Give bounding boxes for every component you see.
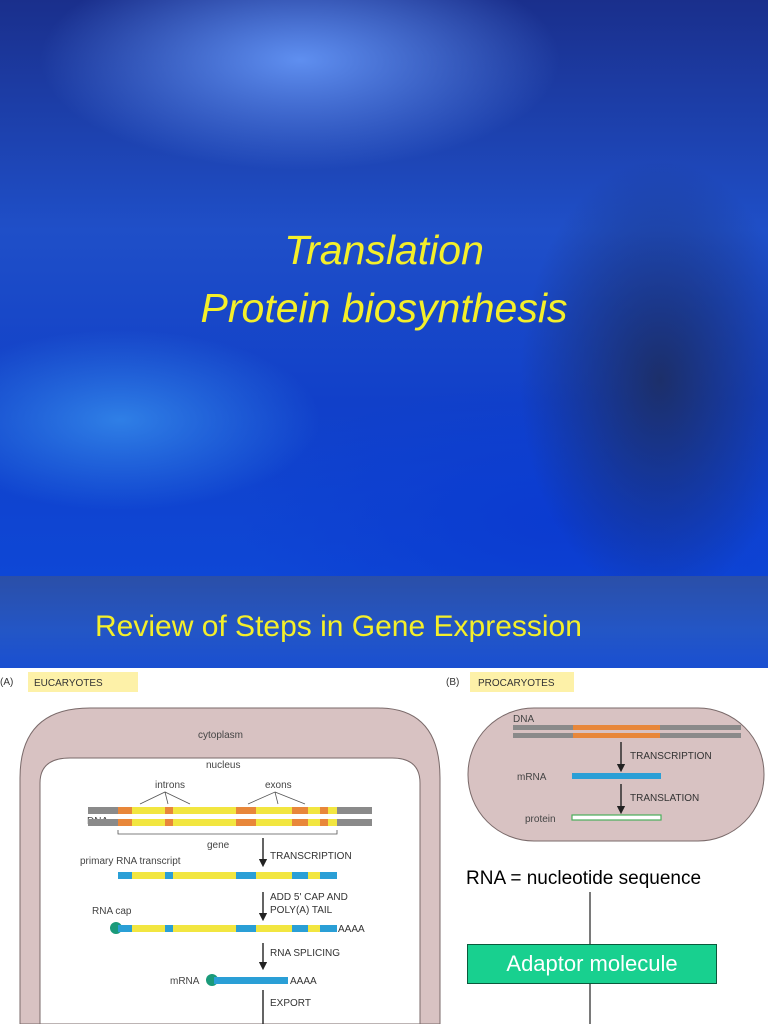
rna-definition: RNA = nucleotide sequence bbox=[466, 868, 702, 889]
intron-exon-pointers bbox=[139, 791, 306, 805]
exons-label: exons bbox=[265, 780, 292, 791]
panel-b-letter: (B) bbox=[446, 677, 459, 688]
nucleus-membrane bbox=[39, 757, 421, 1024]
rna-cap-label: RNA cap bbox=[92, 906, 132, 917]
protein-b bbox=[571, 814, 662, 821]
title-line-1: Translation bbox=[284, 227, 484, 273]
primary-transcript-label: primary RNA transcript bbox=[80, 856, 181, 867]
heading-band: Review of Steps in Gene Expression bbox=[0, 576, 768, 668]
introns-label: introns bbox=[155, 780, 185, 791]
panel-a-tag-bg bbox=[28, 672, 138, 692]
primary-transcript bbox=[118, 872, 337, 879]
dna-label-b: DNA bbox=[513, 714, 534, 725]
gene-expression-slide: Review of Steps in Gene Expression (A) E… bbox=[0, 576, 768, 1024]
gene-bracket bbox=[117, 830, 338, 835]
gene-expression-diagram: (A) EUCARYOTES cytoplasm nucleus introns… bbox=[0, 672, 765, 1024]
title-line-2: Protein biosynthesis bbox=[200, 285, 568, 331]
adaptor-molecule-box: Adaptor molecule bbox=[467, 944, 717, 984]
export-label: EXPORT bbox=[270, 998, 311, 1009]
cap-step-2: POLY(A) TAIL bbox=[270, 905, 333, 916]
gene-region-bottom bbox=[118, 819, 337, 826]
gene-b-top bbox=[573, 725, 660, 730]
splicing-label: RNA SPLICING bbox=[270, 948, 340, 959]
panel-b-tag: PROCARYOTES bbox=[478, 678, 555, 689]
translation-label: TRANSLATION bbox=[630, 793, 699, 804]
dna-orange-segments bbox=[118, 807, 328, 826]
transcription-label-b: TRANSCRIPTION bbox=[630, 751, 712, 762]
capped-transcript bbox=[110, 922, 337, 934]
mature-mrna bbox=[206, 974, 288, 986]
cytoplasm-label: cytoplasm bbox=[198, 730, 243, 741]
nucleus-label: nucleus bbox=[206, 760, 240, 771]
polya-tail-1: AAAA bbox=[338, 924, 365, 935]
polya-tail-2: AAAA bbox=[290, 976, 317, 987]
mrna-label-a: mRNA bbox=[170, 976, 200, 987]
panel-a-tag: EUCARYOTES bbox=[34, 678, 103, 689]
gene-b-bottom bbox=[573, 733, 660, 738]
mrna-label-b: mRNA bbox=[517, 772, 547, 783]
mrna-b bbox=[572, 773, 661, 779]
slide-heading: Review of Steps in Gene Expression bbox=[95, 610, 582, 643]
gene-region-top bbox=[118, 807, 337, 814]
title-slide: Translation Protein biosynthesis bbox=[0, 0, 768, 576]
protein-label: protein bbox=[525, 814, 556, 825]
gene-label: gene bbox=[207, 840, 230, 851]
transcription-label-a: TRANSCRIPTION bbox=[270, 851, 352, 862]
panel-a-letter: (A) bbox=[0, 677, 13, 688]
cap-step-1: ADD 5' CAP AND bbox=[270, 892, 348, 903]
panel-b-tag-bg bbox=[470, 672, 574, 692]
